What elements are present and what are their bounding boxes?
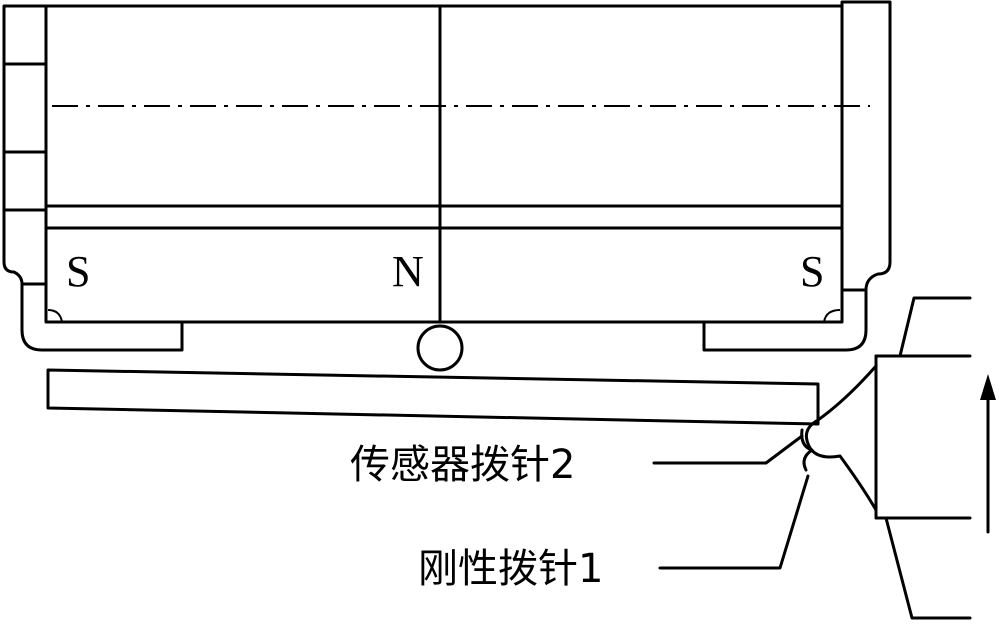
lower-bracket (20, 282, 868, 352)
pin-tips (800, 428, 814, 472)
corner-arc-left (47, 309, 63, 323)
cylinder-housing (44, 4, 870, 324)
bracket-left (20, 282, 184, 352)
sensor-block (800, 296, 972, 620)
corner-arc-right (823, 309, 841, 323)
block-upper (898, 296, 972, 358)
label-sensor-pin: 传感器拨针2 (350, 442, 575, 488)
magnet-body (44, 4, 844, 324)
pole-label-center: N (392, 247, 424, 296)
label-rigid-pin: 刚性拨针1 (418, 546, 603, 592)
lever-beam (46, 368, 820, 426)
pole-label-right: S (800, 247, 824, 296)
wall-hatch-top (2, 4, 48, 66)
wall-hatch-bottom (2, 150, 48, 212)
block-lower (874, 516, 972, 620)
leader-rigid-pin (658, 474, 810, 570)
motion-arrow (980, 374, 996, 534)
pole-label-left: S (66, 247, 90, 296)
bracket-right (702, 288, 868, 352)
wall-lower-edge (2, 208, 24, 286)
leader-sensor-pin (652, 434, 804, 465)
left-wall (2, 4, 48, 286)
right-wall (840, 0, 892, 292)
pivot-ball (416, 324, 464, 372)
block-face (874, 354, 972, 520)
arrow-up-icon (980, 374, 996, 400)
right-wall-outline (840, 0, 892, 292)
